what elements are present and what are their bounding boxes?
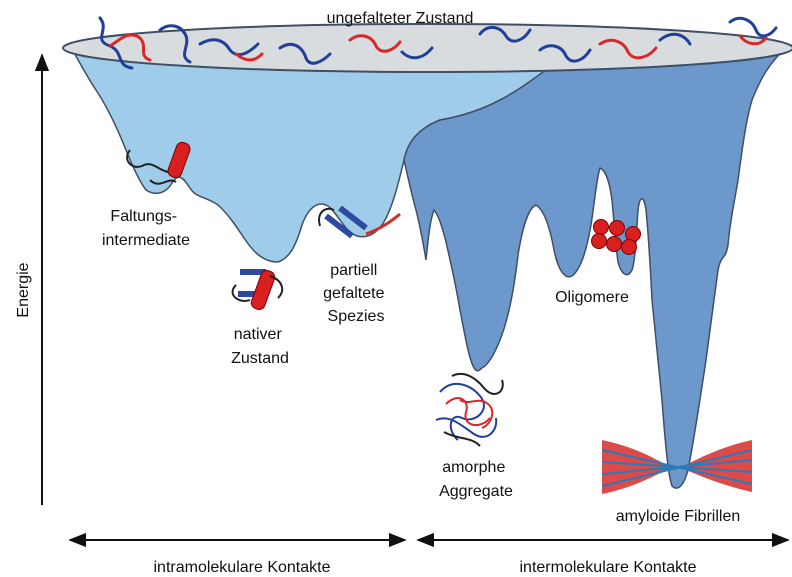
funnel-rim (63, 24, 792, 72)
oligomers-label: Oligomere (555, 289, 629, 306)
amyloid-fibrils-label: amyloide Fibrillen (616, 508, 741, 525)
energy-axis-label: Energie (15, 262, 32, 317)
intramolecular-contacts-label: intramolekulare Kontakte (154, 559, 331, 576)
native-structure-icon (233, 269, 283, 311)
unfolded-state-label: ungefalteter Zustand (327, 10, 474, 27)
intermediate-label: Faltungs- intermediate (102, 208, 190, 249)
amorphous-aggregates-label: amorphe Aggregate (439, 459, 513, 500)
amorphous-aggregate-icon (436, 374, 503, 446)
native-state-label: nativer Zustand (231, 326, 289, 367)
partial-species-label: partiell gefaltete Spezies (323, 262, 389, 325)
intermolecular-contacts-label: intermolekulare Kontakte (520, 559, 697, 576)
